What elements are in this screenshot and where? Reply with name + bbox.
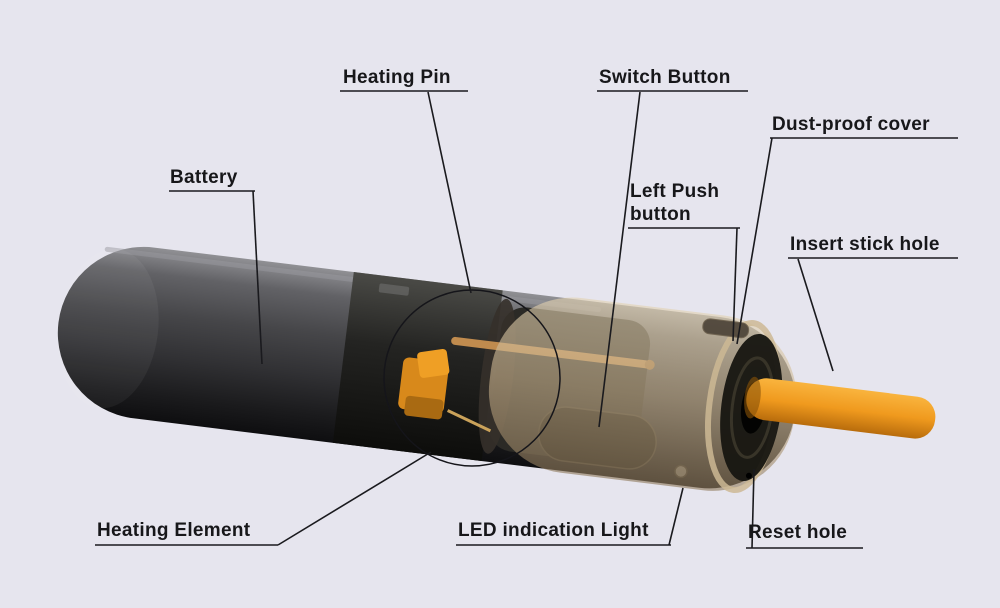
leader-switch-button [598,91,641,428]
leader-battery [252,190,263,365]
leader-heating-pin [427,91,472,294]
label-dust-proof-cover: Dust-proof cover [772,114,930,135]
label-insert-stick-hole: Insert stick hole [790,234,940,255]
label-battery: Battery [170,167,238,188]
leader-reset-hole [751,468,755,549]
dust-proof-cover-shell [488,297,797,491]
left-push-button-part [702,318,750,339]
band-slot [378,283,410,296]
label-switch-button: Switch Button [599,67,731,88]
leader-led-indication-light [668,487,684,546]
label-left-push-button: Left Push button [630,181,720,225]
annotation-circle [383,289,561,467]
stick-entry-shadow [744,376,761,419]
leader-lines [252,91,834,549]
leader-dust-proof-cover [736,137,773,345]
body-left-sheen [57,248,159,409]
leader-heating-element [277,451,432,546]
element-wire [446,409,492,433]
label-heating-pin: Heating Pin [343,67,451,88]
leader-insert-stick-hole [797,258,834,372]
label-led-indication-light: LED indication Light [458,520,649,541]
label-heating-element: Heating Element [97,520,251,541]
device-group [57,246,936,494]
reset-hole-part [745,472,752,479]
heating-element-base [404,395,444,420]
label-reset-hole: Reset hole [748,522,848,543]
heating-element-top [417,348,450,378]
tobacco-stick [746,378,936,439]
label-underlines [95,90,958,549]
leader-left-push-button [732,227,738,342]
